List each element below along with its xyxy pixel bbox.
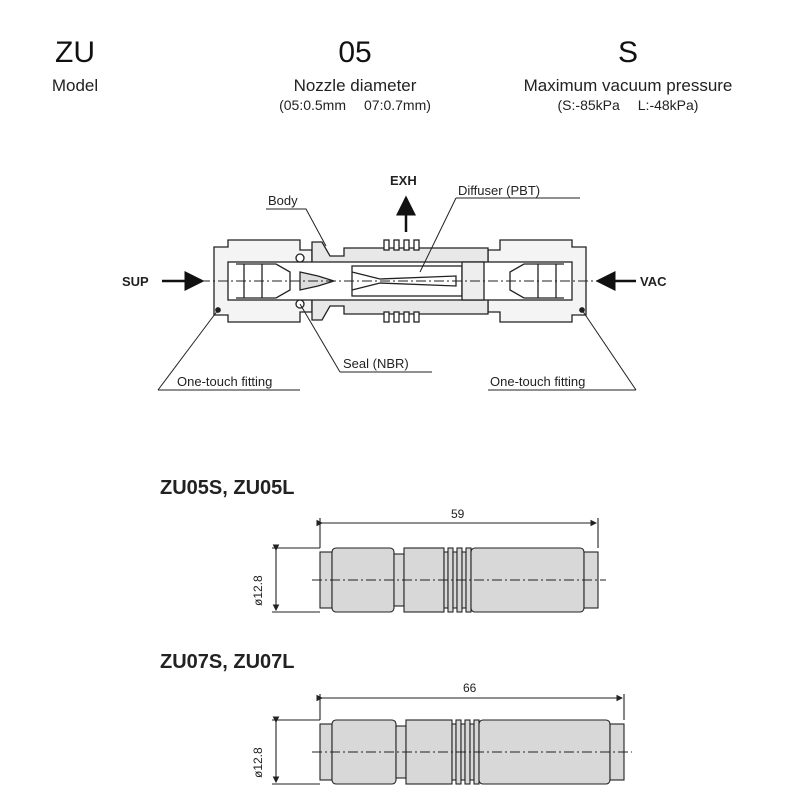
nozzle-option-07: 07:0.7mm) xyxy=(364,97,431,113)
code-model: ZU Model xyxy=(20,36,130,96)
flow-arrows xyxy=(162,195,636,291)
model-1-diameter: ø12.8 xyxy=(251,575,265,606)
model-2-length: 66 xyxy=(463,681,477,695)
code-vacuum-options: (S:-85kPa L:-48kPa) xyxy=(500,96,756,114)
code-vacuum: S Maximum vacuum pressure (S:-85kPa L:-48… xyxy=(500,36,756,114)
code-vacuum-value: S xyxy=(617,36,638,69)
fitting-right-label: One-touch fitting xyxy=(490,374,585,389)
model-1-title: ZU05S, ZU05L xyxy=(160,477,294,499)
code-nozzle-value: 05 xyxy=(338,36,372,69)
vacuum-option-l: L:-48kPa) xyxy=(637,97,699,113)
code-nozzle-options: (05:0.5mm 07:0.7mm) xyxy=(240,96,470,114)
model-1-outline xyxy=(272,518,606,613)
vac-label: VAC xyxy=(640,274,667,289)
exh-label: EXH xyxy=(390,173,417,188)
sup-label: SUP xyxy=(122,274,149,289)
leader-lines xyxy=(157,197,637,391)
code-nozzle-label: Nozzle diameter xyxy=(293,76,417,95)
seal-label: Seal (NBR) xyxy=(343,356,409,371)
model-2-outline xyxy=(272,694,632,785)
model-1-length: 59 xyxy=(451,507,465,521)
model-2-diameter: ø12.8 xyxy=(251,747,265,778)
seal-ring-top xyxy=(295,253,305,263)
code-model-value: ZU xyxy=(55,36,95,69)
model-2-title: ZU07S, ZU07L xyxy=(160,651,294,673)
vacuum-option-s: (S:-85kPa xyxy=(557,97,620,113)
diffuser-label: Diffuser (PBT) xyxy=(458,183,540,198)
nozzle-option-05: (05:0.5mm xyxy=(279,97,346,113)
code-vacuum-label: Maximum vacuum pressure xyxy=(523,76,733,95)
code-nozzle: 05 Nozzle diameter (05:0.5mm 07:0.7mm) xyxy=(240,36,470,114)
body-label: Body xyxy=(268,193,298,208)
exhaust-fins xyxy=(383,239,420,323)
cross-section xyxy=(200,239,600,323)
code-model-label: Model xyxy=(51,76,99,95)
fitting-left-label: One-touch fitting xyxy=(177,374,272,389)
